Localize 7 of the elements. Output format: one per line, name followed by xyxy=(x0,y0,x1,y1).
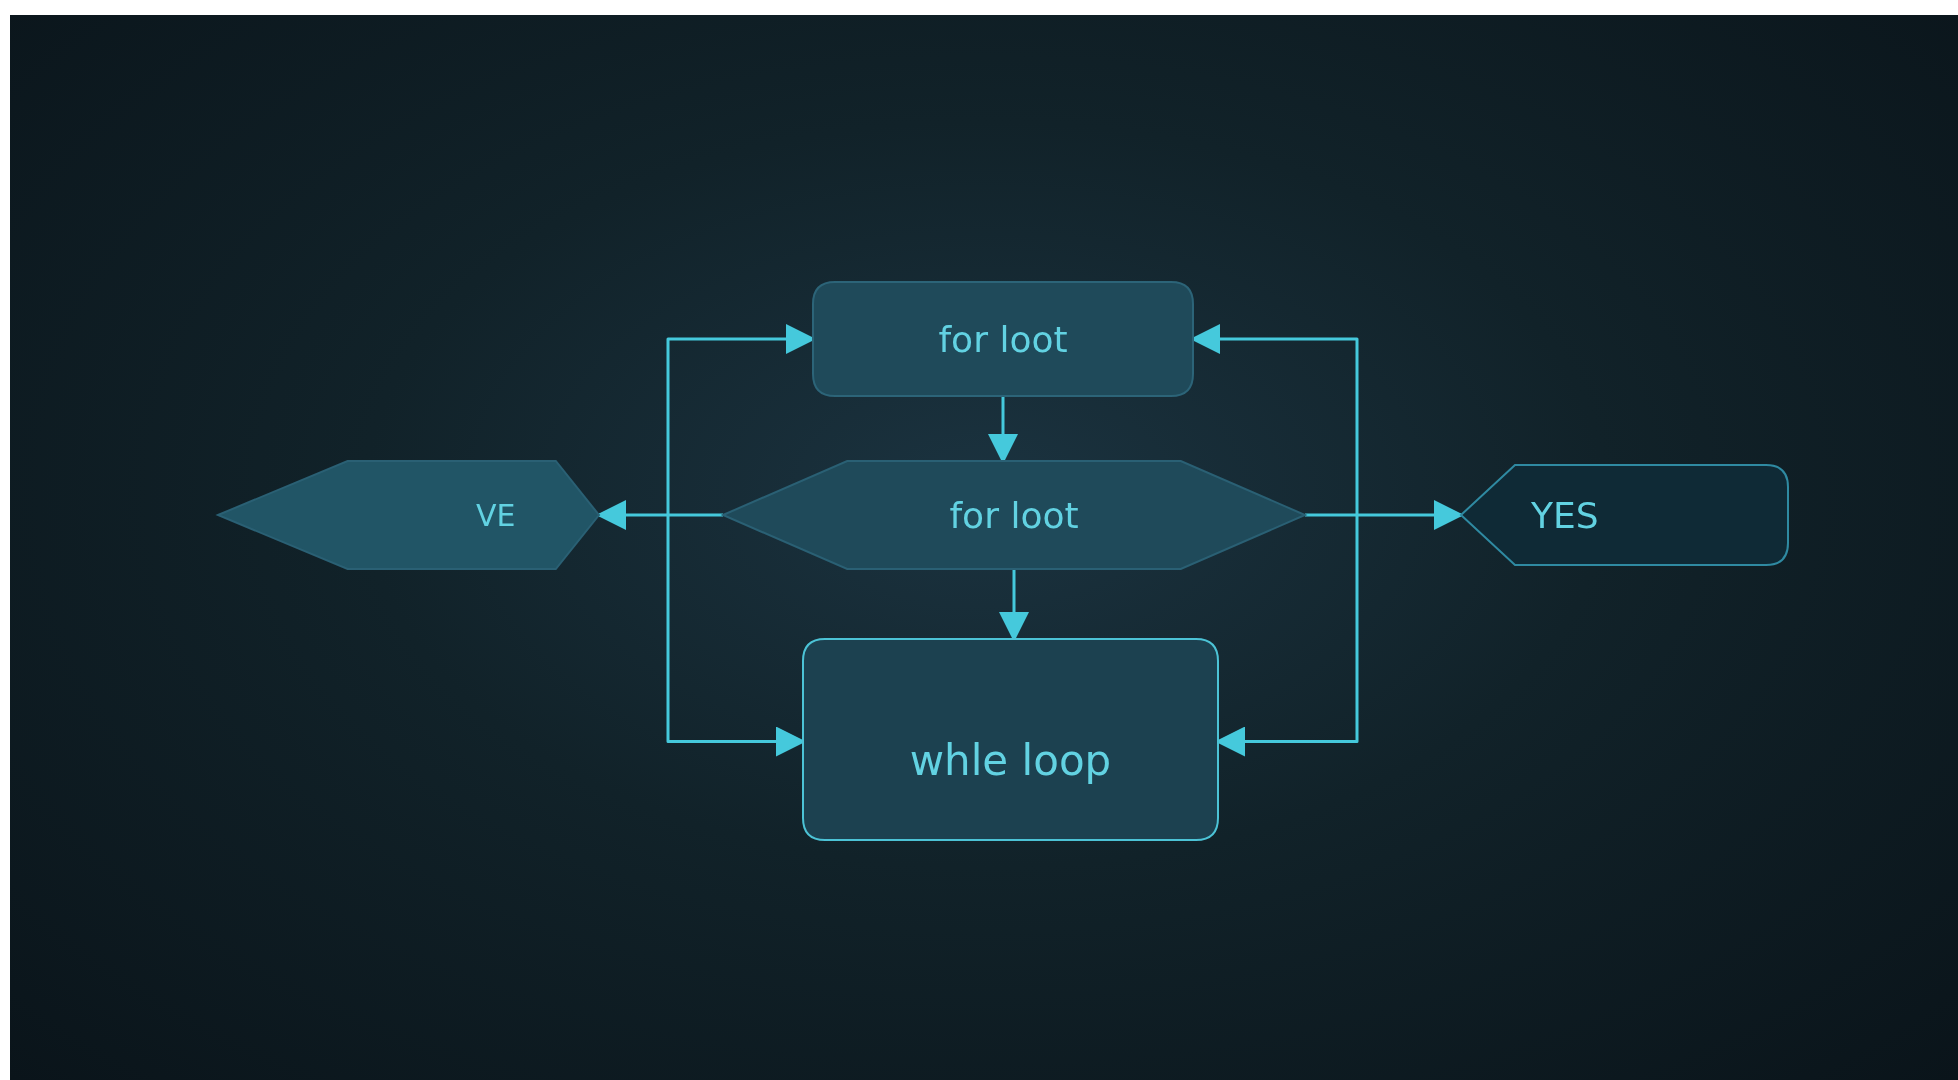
node-label: for loot xyxy=(949,494,1079,536)
node-label: YES xyxy=(1531,494,1599,536)
node-label: whle loop xyxy=(909,735,1112,785)
node-label: VE xyxy=(476,497,516,533)
node-label: for loot xyxy=(938,318,1068,360)
arrow xyxy=(596,500,723,530)
arrow xyxy=(1305,500,1464,530)
